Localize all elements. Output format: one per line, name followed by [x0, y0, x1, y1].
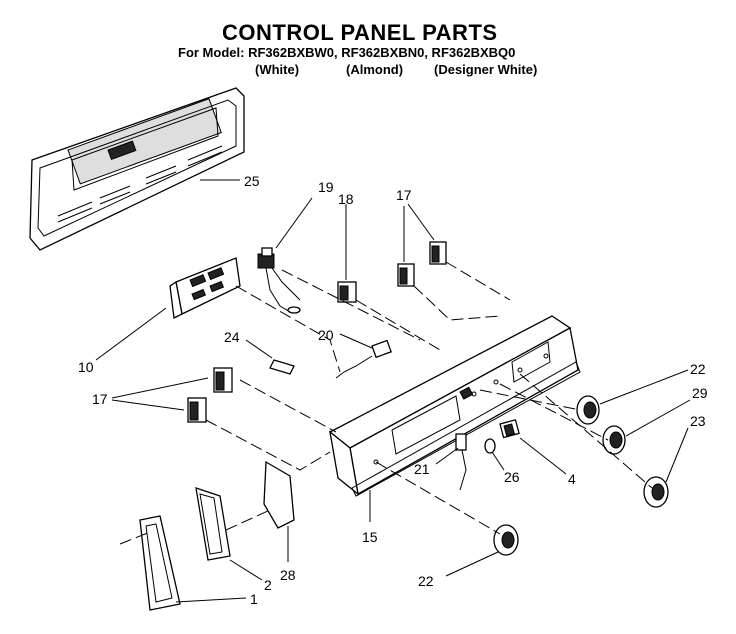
- callout-21: 21: [414, 461, 430, 477]
- diagram-title: CONTROL PANEL PARTS: [222, 20, 498, 45]
- callout-10: 10: [78, 359, 94, 375]
- callout-19: 19: [318, 179, 334, 195]
- part-26-spacer: [484, 438, 505, 471]
- callout-4: 4: [568, 471, 576, 487]
- callout-17-upper: 17: [396, 187, 412, 203]
- part-18-switch: [337, 204, 357, 303]
- variant-almond: (Almond): [346, 62, 404, 77]
- callout-22-upper: 22: [690, 361, 706, 377]
- part-25-back-panel: [29, 87, 245, 251]
- callout-24: 24: [224, 329, 240, 345]
- part-21-wire: [435, 433, 467, 491]
- callout-28: 28: [280, 567, 296, 583]
- part-1-side-trim: [139, 515, 247, 611]
- part-24-clip: [245, 339, 295, 375]
- part-28-bracket: [263, 460, 295, 562]
- callout-26: 26: [504, 469, 520, 485]
- model-line: For Model: RF362BXBW0, RF362BXBN0, RF362…: [178, 45, 736, 60]
- model-prefix: For Model:: [178, 45, 245, 60]
- callout-15: 15: [362, 529, 378, 545]
- model-numbers: RF362BXBW0, RF362BXBN0, RF362BXBQ0: [248, 45, 516, 60]
- part-17-upper-switches: [397, 203, 447, 287]
- part-19-harness: [257, 197, 313, 314]
- callout-23: 23: [690, 413, 706, 429]
- part-22-knob-lower: [445, 524, 519, 577]
- part-10-control-board: [95, 257, 241, 361]
- part-20-sensor: [335, 333, 392, 379]
- callout-20: 20: [318, 327, 334, 343]
- alignment-lines: [119, 261, 653, 545]
- callout-1: 1: [250, 591, 258, 607]
- callout-22-lower: 22: [418, 573, 434, 589]
- part-22-knob-upper: [576, 369, 689, 425]
- variant-white: (White): [255, 62, 300, 77]
- variant-designer-white: (Designer White): [434, 62, 538, 77]
- part-15-control-panel: [328, 315, 581, 522]
- callout-25: 25: [244, 173, 260, 189]
- callout-18: 18: [338, 191, 354, 207]
- callout-17-lower: 17: [92, 391, 108, 407]
- part-4-switch: [499, 419, 567, 475]
- part-2-bracket: [195, 487, 263, 581]
- callout-29: 29: [692, 385, 708, 401]
- part-29-knob: [602, 399, 691, 455]
- part-23-knob: [643, 427, 689, 508]
- callout-2: 2: [264, 577, 272, 593]
- part-17-lower-switches: [111, 367, 233, 423]
